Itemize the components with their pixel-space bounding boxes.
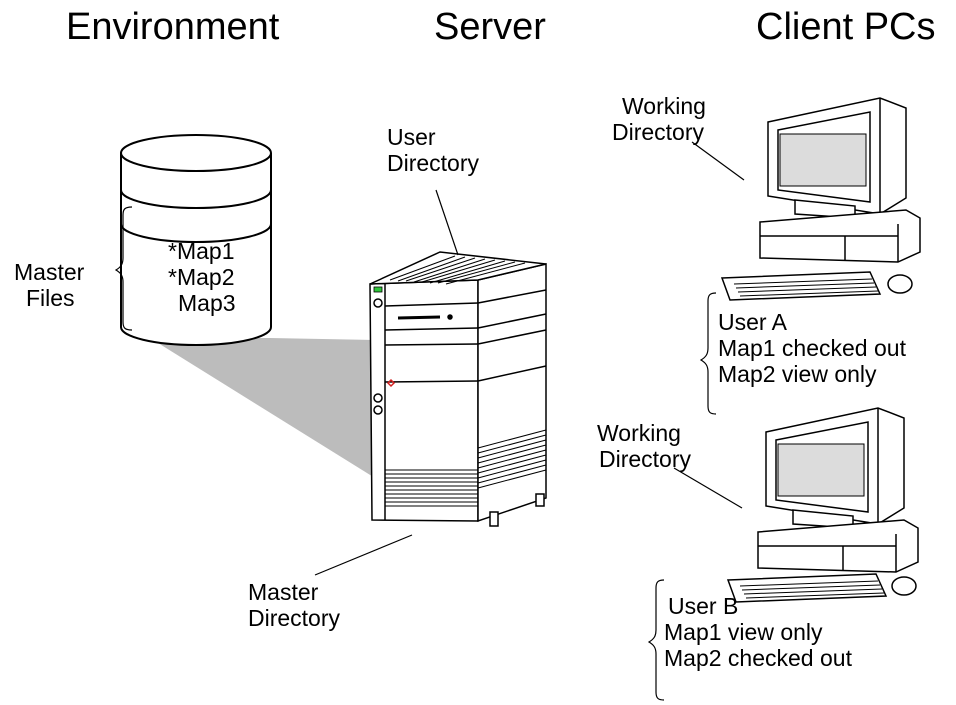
user-b-info: User B Map1 view only Map2 checked out bbox=[664, 593, 852, 671]
computer-a-icon bbox=[720, 97, 921, 301]
user-a-brace bbox=[699, 292, 717, 415]
database-file-list: *Map1 *Map2 Map3 bbox=[168, 238, 236, 316]
computer-b-icon bbox=[726, 407, 919, 603]
data-link-shadow bbox=[150, 338, 375, 478]
header-client-pcs: Client PCs bbox=[756, 6, 936, 48]
server-logo-icon bbox=[386, 378, 396, 388]
file-item: *Map1 bbox=[168, 238, 235, 264]
server-led bbox=[373, 286, 383, 293]
user-b-brace bbox=[647, 579, 665, 701]
user-a-info: User A Map1 checked out Map2 view only bbox=[718, 309, 906, 387]
server-tower-icon bbox=[369, 251, 547, 527]
master-files-brace bbox=[114, 206, 133, 331]
master-directory-label: Master Directory bbox=[248, 579, 341, 631]
working-directory-a-label: Working Directory bbox=[612, 93, 706, 145]
master-files-label: Master Files bbox=[14, 259, 85, 311]
user-directory-label: User Directory bbox=[387, 124, 480, 176]
file-item: *Map2 bbox=[168, 264, 235, 290]
file-item: Map3 bbox=[178, 290, 236, 316]
working-directory-b-label: Working Directory bbox=[597, 420, 692, 472]
header-server: Server bbox=[434, 6, 546, 48]
database-cylinder-icon bbox=[120, 134, 272, 346]
pointer-lines bbox=[314, 141, 745, 576]
header-environment: Environment bbox=[66, 6, 280, 48]
